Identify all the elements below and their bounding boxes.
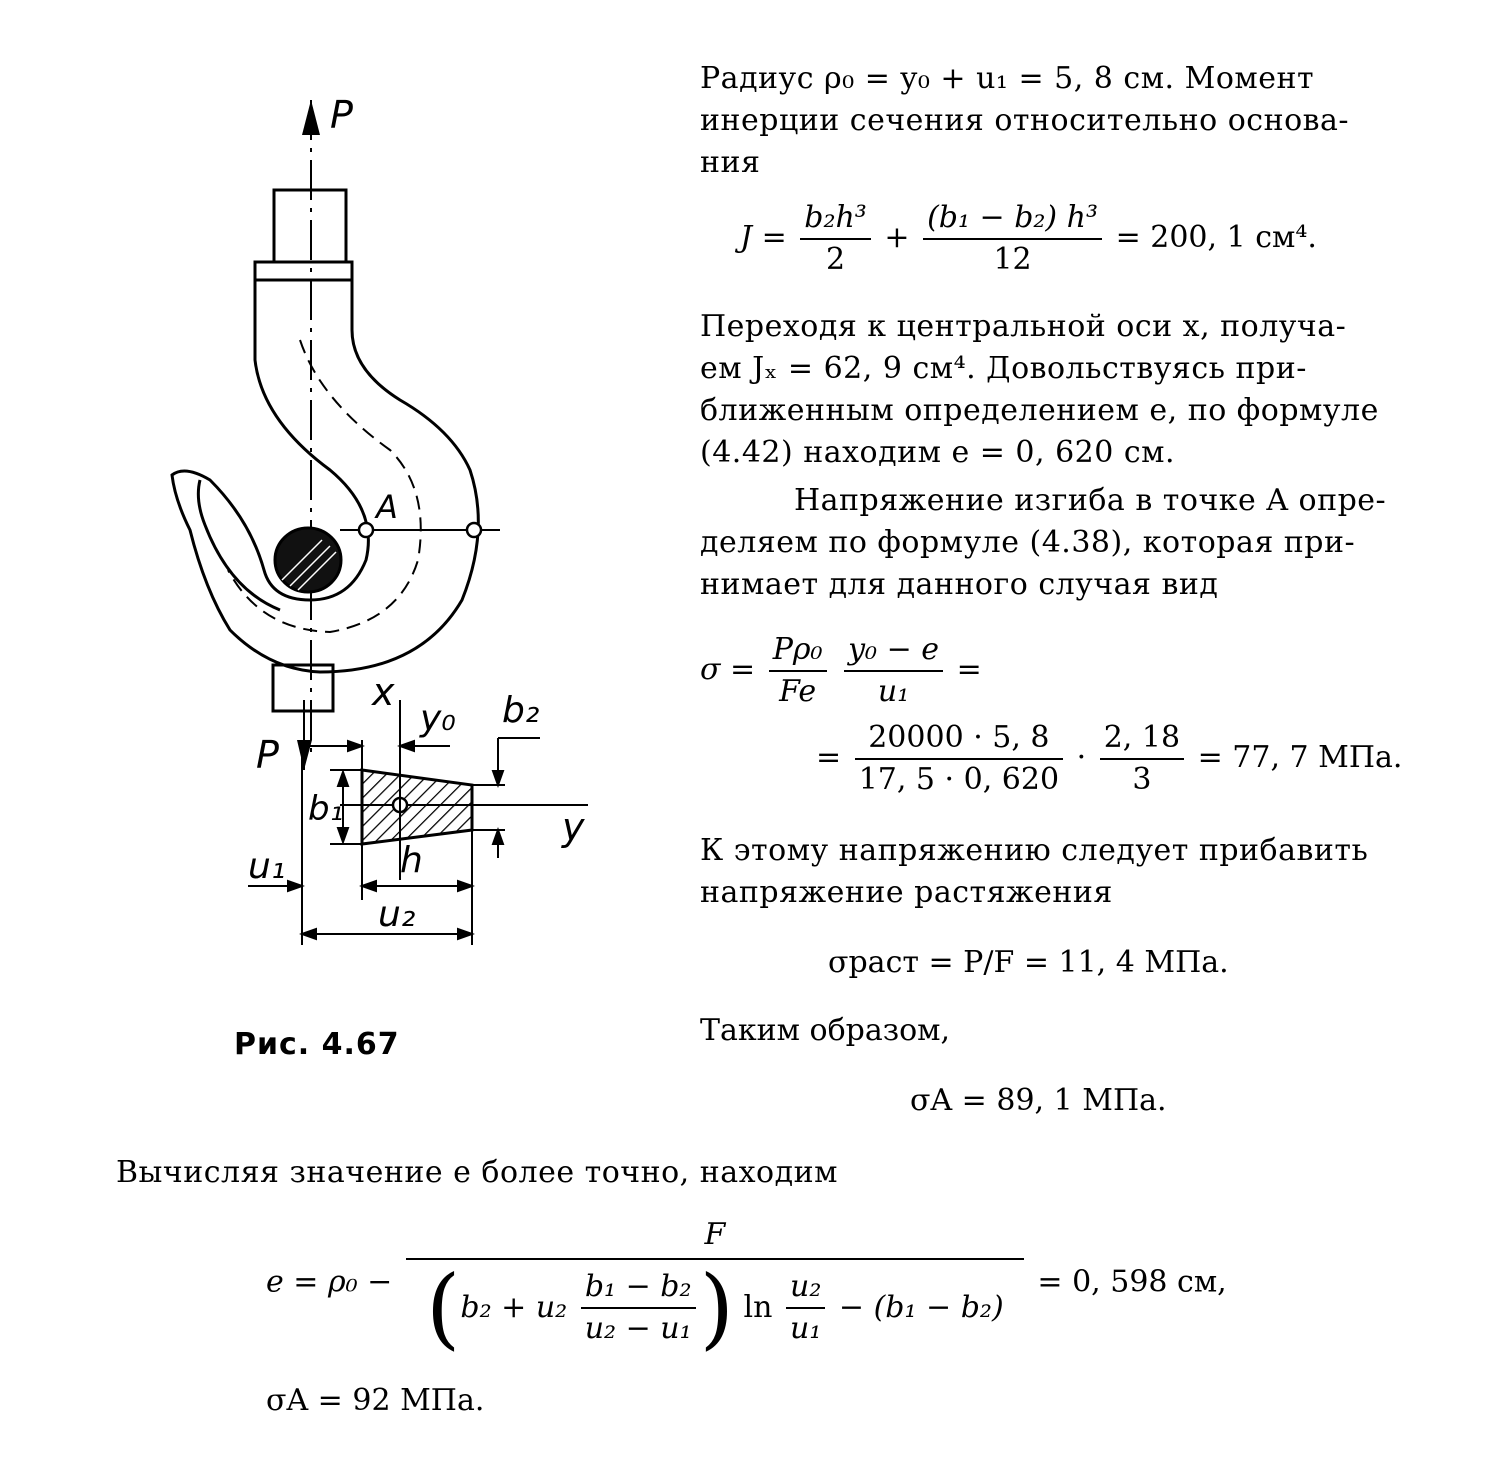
label-P-bottom: P <box>256 733 279 777</box>
hook-outer-contour <box>170 280 480 674</box>
text-line: инерции сечения относительно основа- <box>700 103 1350 138</box>
text-line: Переходя к центральной оси x, получа- <box>700 309 1347 344</box>
paragraph-tension: К этому напряжению следует прибавить нап… <box>700 830 1368 914</box>
text-line: ния <box>700 145 761 180</box>
hook-figure: P P A x y₀ b₂ b₁ y h u₁ u₂ <box>170 93 588 945</box>
text-line: К этому напряжению следует прибавить <box>700 833 1369 868</box>
label-b1: b₁ <box>308 789 343 829</box>
equation-sigma-A-final: σA = 92 МПа. <box>266 1383 485 1418</box>
outer-point-marker <box>465 521 483 539</box>
point-A-marker <box>357 521 375 539</box>
text-line: напряжение растяжения <box>700 875 1113 910</box>
label-y0: y₀ <box>419 698 456 739</box>
label-u1: u₁ <box>248 846 285 887</box>
label-b2: b₂ <box>502 690 539 731</box>
paragraph-central-axis: Переходя к центральной оси x, получа- ем… <box>700 306 1379 474</box>
text-line: Напряжение изгиба в точке A опре- <box>794 483 1387 518</box>
equation-sigma-tension: σраст = P/F = 11, 4 МПа. <box>828 945 1229 980</box>
label-y: y <box>561 805 585 849</box>
hook-collar <box>253 260 354 282</box>
figure-caption: Рис. 4.67 <box>234 1027 400 1062</box>
load-pin <box>273 526 343 594</box>
load-arrow-top <box>302 100 320 135</box>
paragraph-bending-stress: Напряжение изгиба в точке A опре- деляем… <box>700 480 1386 606</box>
paragraph-precise: Вычисляя значение e более точно, находим <box>116 1155 838 1190</box>
text-line: нимает для данного случая вид <box>700 567 1219 602</box>
paragraph-thus: Таким образом, <box>700 1013 951 1048</box>
cross-section-trapezoid <box>360 768 474 846</box>
label-x: x <box>371 670 395 714</box>
text-line: деляем по формуле (4.38), которая при- <box>700 525 1356 560</box>
label-P-top: P <box>330 93 353 137</box>
text-line: Радиус ρ₀ = y₀ + u₁ = 5, 8 см. Момент <box>700 61 1315 96</box>
hook-inner-contour <box>196 479 281 612</box>
equation-sigma-A: σA = 89, 1 МПа. <box>910 1083 1167 1118</box>
text-line: ближенным определением e, по формуле <box>700 393 1379 428</box>
label-h: h <box>400 840 423 881</box>
text-line: ем Jₓ = 62, 9 см⁴. Довольствуясь при- <box>700 351 1307 386</box>
label-A: A <box>374 488 398 526</box>
paragraph-radius: Радиус ρ₀ = y₀ + u₁ = 5, 8 см. Момент ин… <box>700 58 1349 184</box>
label-u2: u₂ <box>378 894 415 935</box>
hook-centerline <box>227 339 422 634</box>
text-line: (4.42) находим e = 0, 620 см. <box>700 435 1176 470</box>
